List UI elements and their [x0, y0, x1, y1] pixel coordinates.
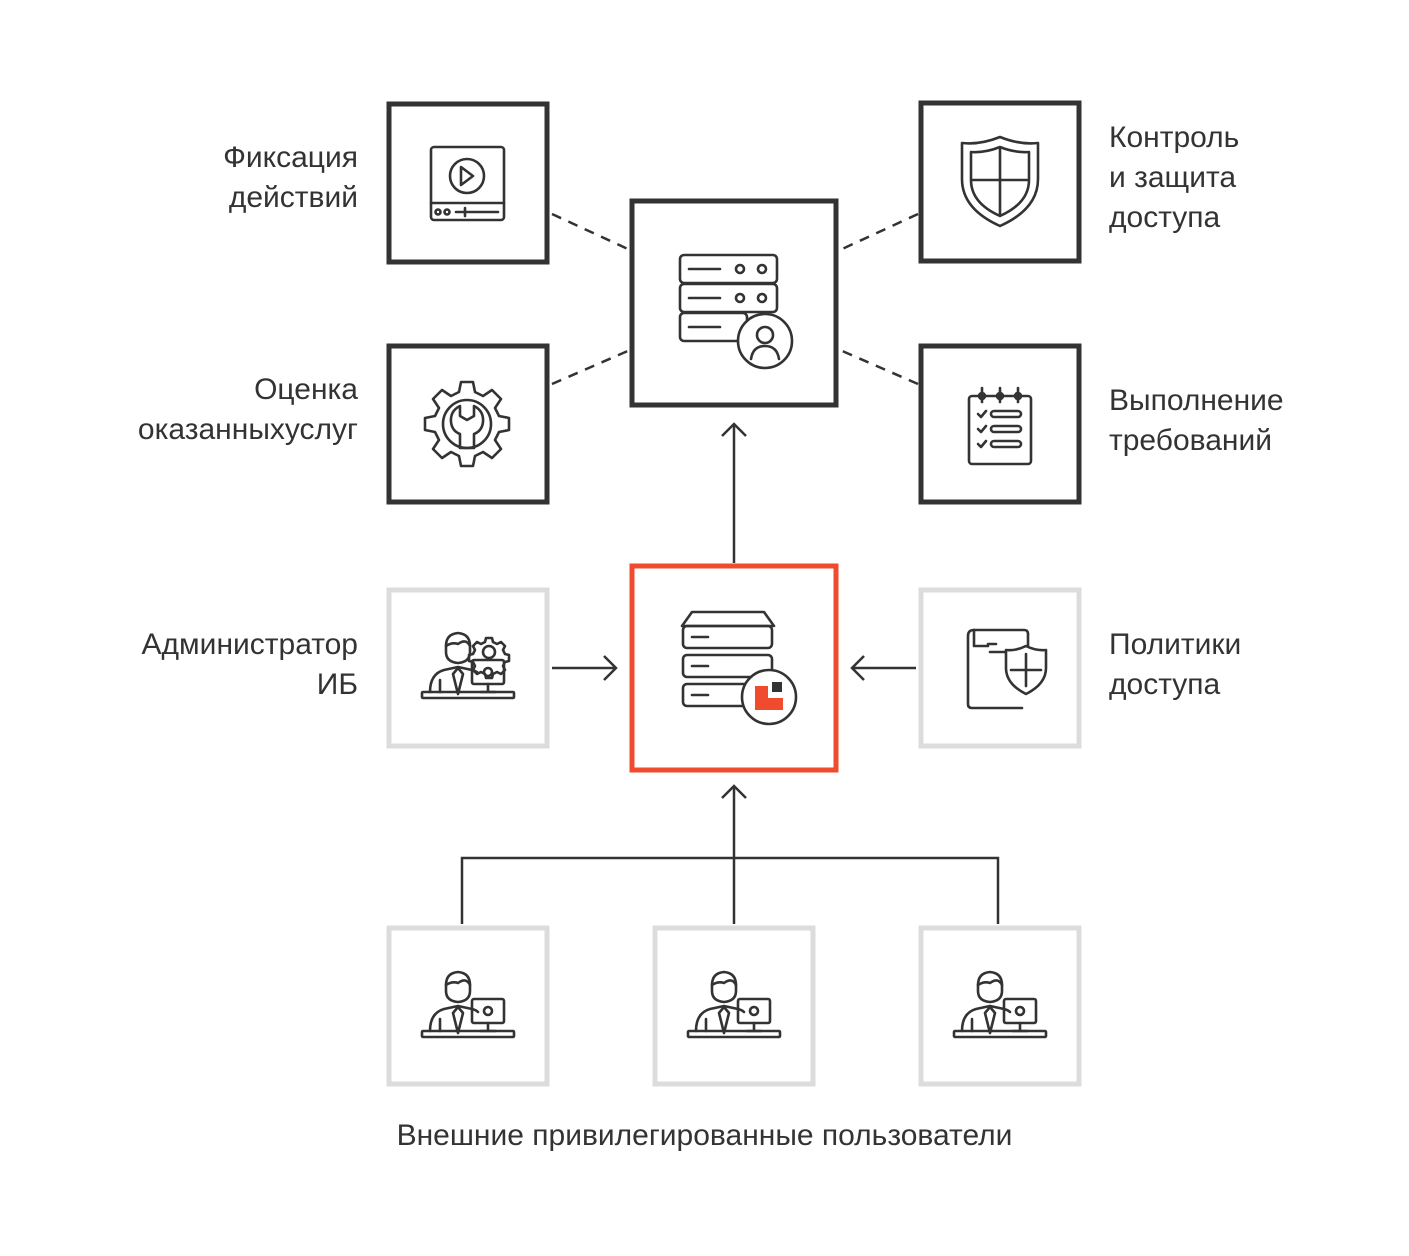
server-user-icon — [678, 253, 794, 370]
box-admin — [386, 587, 550, 749]
label-fixation: Фиксация действий — [223, 141, 358, 214]
label-evaluation: Оценка оказанныхуслуг — [137, 373, 358, 446]
video-player-icon — [429, 145, 506, 222]
box-control — [918, 100, 1082, 264]
box-evaluation — [386, 343, 550, 505]
label-external-users: Внешние привилегированные пользователи — [396, 1119, 1013, 1152]
box-core — [629, 563, 839, 773]
arrow-policies-to-core — [850, 655, 916, 681]
label-control: Контроль и защита доступа — [1109, 121, 1240, 234]
arrow-users-to-core — [460, 784, 1000, 924]
dashed-link-control — [839, 212, 919, 252]
checklist-icon — [967, 386, 1033, 466]
admin-workstation-icon — [420, 631, 516, 700]
document-shield-icon — [966, 628, 1048, 710]
label-admin: Администратор ИБ — [141, 628, 358, 701]
shield-icon — [960, 135, 1040, 228]
box-user-1 — [386, 925, 550, 1087]
box-user-3 — [918, 925, 1082, 1087]
box-fixation — [386, 101, 550, 265]
arrow-core-to-hub — [721, 422, 747, 563]
dashed-link-fixation — [551, 212, 631, 252]
box-policies — [918, 587, 1082, 749]
dashed-link-requirements — [839, 348, 919, 386]
server-rack-logo-icon — [680, 610, 798, 726]
label-policies: Политики доступа — [1109, 628, 1242, 701]
dashed-link-evaluation — [551, 348, 631, 386]
label-requirements: Выполнение требований — [1109, 384, 1284, 457]
box-requirements — [918, 343, 1082, 505]
box-hub — [629, 198, 839, 408]
connectors — [460, 212, 1000, 924]
gear-wrench-icon — [423, 380, 511, 468]
box-user-2 — [652, 925, 816, 1087]
brand-logo-mark — [755, 682, 783, 710]
arrow-admin-to-core — [552, 655, 618, 681]
